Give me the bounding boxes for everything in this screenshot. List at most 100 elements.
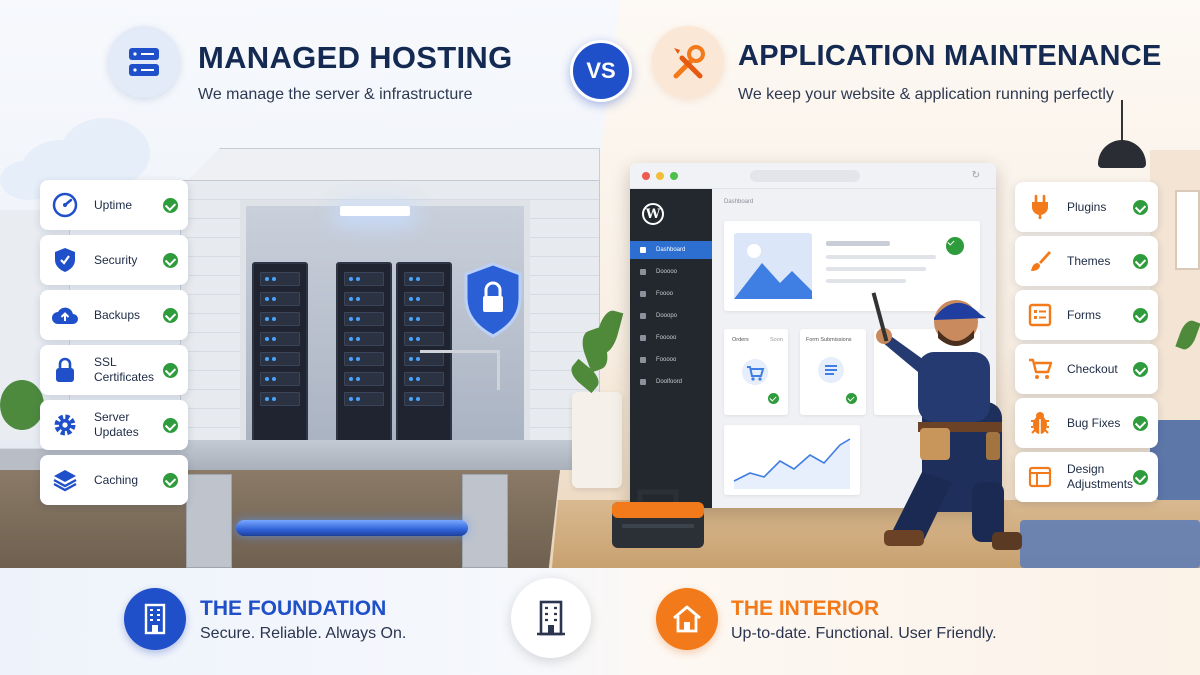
paintbrush-icon <box>1025 246 1055 276</box>
checkmark-icon <box>163 252 178 268</box>
analytics-chart-card <box>724 425 860 495</box>
sidebar-item: Dashboard <box>630 241 712 259</box>
cloud-illustration <box>60 118 150 188</box>
orders-sub: Soon <box>770 337 783 343</box>
checkmark-icon <box>946 237 964 255</box>
application-maintenance-subtitle: We keep your website & application runni… <box>738 86 1114 103</box>
bug-icon <box>1025 408 1055 438</box>
lock-icon <box>50 355 80 385</box>
wrench-screwdriver-icon <box>652 26 724 98</box>
gauge-icon <box>50 190 80 220</box>
foundation-pillar <box>186 474 232 568</box>
rug <box>1020 520 1200 568</box>
sidebar-item: Fooooo <box>630 351 712 369</box>
feature-label: Backups <box>94 307 141 322</box>
wordpress-logo-icon: W <box>642 203 664 225</box>
sidebar-item: Foooo <box>630 285 712 303</box>
checkmark-icon <box>163 307 178 323</box>
refresh-icon: ↻ <box>971 170 980 181</box>
dashboard-heading: Dashboard <box>724 199 754 205</box>
layout-icon <box>1025 462 1055 492</box>
feature-card-bug-fixes: Bug Fixes <box>1015 398 1158 448</box>
gear-icon <box>50 410 80 440</box>
feature-label: Bug Fixes <box>1067 415 1121 430</box>
media-card <box>724 221 980 311</box>
shield-icon <box>50 245 80 275</box>
checkmark-icon <box>163 417 178 433</box>
feature-label: Forms <box>1067 307 1101 322</box>
sidebar-item: Dooopo <box>630 307 712 325</box>
feature-card-plugins: Plugins <box>1015 182 1158 232</box>
building-icon <box>511 578 591 658</box>
text-line <box>826 267 926 271</box>
feature-label: Caching <box>94 472 139 487</box>
server-rack <box>336 262 392 444</box>
feature-label: Themes <box>1067 253 1111 268</box>
cart-icon <box>742 359 768 385</box>
foundation-pillar <box>462 474 508 568</box>
checkmark-icon <box>1133 469 1149 485</box>
interior-subtitle: Up-to-date. Functional. User Friendly. <box>731 625 997 642</box>
line-chart-graphic <box>733 438 851 489</box>
checkmark-icon <box>846 393 857 404</box>
list-icon <box>818 357 844 383</box>
address-bar <box>750 170 860 182</box>
feature-label: Uptime <box>94 197 133 212</box>
foundation-subtitle: Secure. Reliable. Always On. <box>200 625 407 642</box>
orders-card: Orders Soon <box>724 329 788 415</box>
feature-card-forms: Forms <box>1015 290 1158 340</box>
sofa <box>1150 420 1200 500</box>
text-line <box>826 255 936 259</box>
sidebar-item: Dooooo <box>630 263 712 281</box>
close-dot <box>642 172 650 180</box>
checkmark-icon <box>1133 307 1148 323</box>
feature-card-server-updates: Server Updates <box>40 400 188 450</box>
cloud-upload-icon <box>50 300 80 330</box>
ceiling-light <box>340 206 410 216</box>
feature-card-security: Security <box>40 235 188 285</box>
home-icon <box>656 588 718 650</box>
server-rack <box>396 262 452 444</box>
bottom-summary-band <box>0 568 1200 675</box>
maximize-dot <box>670 172 678 180</box>
checkmark-icon <box>1133 253 1148 269</box>
form-submissions-label: Form Submissions <box>806 337 852 343</box>
checkmark-icon <box>1133 415 1148 431</box>
technician-illustration <box>871 292 1022 550</box>
managed-hosting-subtitle: We manage the server & infrastructure <box>198 86 473 103</box>
server-room-floor <box>180 440 600 470</box>
form-submissions-card: Form Submissions <box>800 329 866 415</box>
feature-card-checkout: Checkout <box>1015 344 1158 394</box>
checkmark-icon <box>768 393 779 404</box>
feature-label: Plugins <box>1067 199 1107 214</box>
text-line <box>826 279 906 283</box>
interior-title: THE INTERIOR <box>731 597 880 620</box>
checkmark-icon <box>1133 199 1148 215</box>
minimize-dot <box>656 172 664 180</box>
feature-card-ssl-certificates: SSL Certificates <box>40 345 188 395</box>
text-line <box>826 241 890 246</box>
checkmark-icon <box>163 362 178 378</box>
wordpress-sidebar: W Dashboard Dooooo Foooo Dooopo Fooooo F… <box>630 189 712 508</box>
foundation-title: THE FOUNDATION <box>200 597 387 620</box>
checkmark-icon <box>163 197 178 213</box>
plant-pot <box>572 392 622 488</box>
feature-label: Checkout <box>1067 361 1118 376</box>
wordpress-main-area: Dashboard Orders Soon Form Submissions <box>712 189 996 508</box>
plug-icon <box>1025 192 1055 222</box>
bush-illustration <box>0 380 44 430</box>
lamp-cord <box>1121 100 1123 142</box>
server-rack <box>252 262 308 444</box>
application-maintenance-title: APPLICATION MAINTENANCE <box>738 40 1162 72</box>
sidebar-item: Doolfoord <box>630 373 712 391</box>
sidebar-item: Fooooo <box>630 329 712 347</box>
glowing-pipe <box>236 520 468 536</box>
checkmark-icon <box>163 472 178 488</box>
feature-label: Security <box>94 252 138 267</box>
server-icon <box>108 26 180 98</box>
feature-card-uptime: Uptime <box>40 180 188 230</box>
wall-picture-frame <box>1175 190 1200 270</box>
checkmark-icon <box>1133 361 1148 377</box>
shield-lock-icon <box>464 262 522 338</box>
feature-label: Server Updates <box>94 410 139 439</box>
